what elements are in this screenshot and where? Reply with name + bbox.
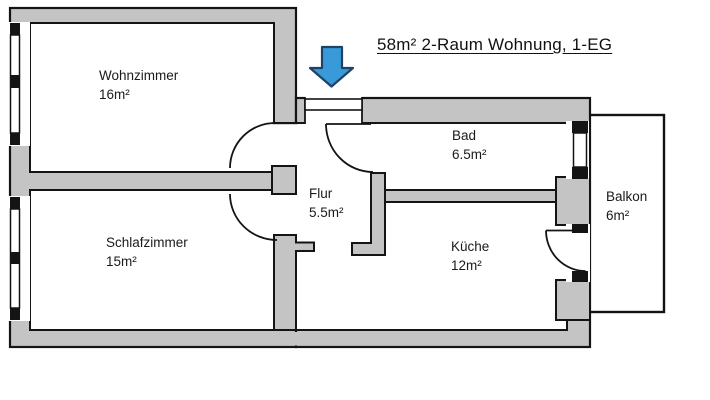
room-wohnzimmer-floor — [29, 22, 275, 173]
schlafzimmer-window-cap-bottom — [10, 308, 20, 320]
room-label-bad: Bad 6.5m² — [452, 127, 487, 164]
room-label-kueche: Küche 12m² — [451, 238, 489, 275]
room-name: Bad — [452, 128, 477, 143]
wohnzimmer-window-cap-bottom — [10, 133, 20, 145]
interior-walls — [271, 122, 591, 346]
wall-cap-wohnzimmer-door — [272, 122, 298, 125]
wohnzimmer-door-arc — [229, 122, 276, 169]
plan-title: 58m² 2-Raum Wohnung, 1-EG — [377, 35, 613, 54]
schlafzimmer-doorway-gap — [272, 194, 298, 236]
balcony-door-arc — [545, 230, 586, 272]
wall-divider-end-block — [271, 165, 297, 195]
schlafzimmer-window — [8, 196, 30, 321]
wall-pier-lower-right — [555, 279, 591, 321]
room-area: 6m² — [606, 208, 630, 223]
room-area: 6.5m² — [452, 147, 487, 162]
balcony-door-jamb-bottom — [572, 271, 588, 282]
room-label-wohnzimmer: Wohnzimmer 16m² — [99, 67, 178, 104]
wall-flur-kueche — [351, 172, 386, 256]
room-name: Schlafzimmer — [106, 235, 188, 250]
schlafzimmer-window-mullion — [10, 252, 20, 264]
room-name: Wohnzimmer — [99, 68, 179, 83]
room-name: Flur — [309, 186, 333, 201]
door-arcs — [229, 122, 374, 241]
bad-door-arc — [325, 123, 374, 173]
room-name: Balkon — [606, 189, 648, 204]
balcony-door — [545, 224, 590, 282]
bad-doorway-gap — [383, 124, 387, 172]
bad-window-glass — [572, 132, 588, 168]
wall-schlafzimmer-right — [273, 234, 315, 331]
entrance-doorway — [304, 96, 363, 124]
doorway-gaps — [272, 124, 387, 236]
wohnzimmer-doorway-gap — [272, 124, 298, 166]
room-area: 5.5m² — [309, 205, 344, 220]
wall-bad-kueche-divider — [384, 189, 559, 203]
bad-window-cap-bottom — [572, 167, 588, 179]
bad-window-cap-top — [572, 121, 588, 133]
balcony-door-jamb-top — [572, 224, 588, 233]
wohnzimmer-window-mullion — [10, 75, 20, 88]
room-area: 15m² — [106, 254, 137, 269]
wall-patch-bottom — [293, 332, 299, 346]
room-label-schlafzimmer: Schlafzimmer 15m² — [106, 234, 188, 271]
room-name: Küche — [451, 239, 490, 254]
bad-window — [566, 121, 589, 179]
schlafzimmer-door-arc — [229, 193, 278, 241]
wohnzimmer-window — [8, 22, 30, 146]
room-area: 16m² — [99, 87, 130, 102]
room-label-flur: Flur 5.5m² — [309, 185, 344, 222]
rooms-layer — [29, 22, 568, 331]
wohnzimmer-window-cap-top — [10, 23, 20, 35]
schlafzimmer-window-cap-top — [10, 197, 20, 209]
room-area: 12m² — [451, 258, 482, 273]
room-label-balkon: Balkon 6m² — [606, 188, 647, 225]
balcony-outline — [586, 113, 666, 314]
wall-pier-upper-right — [555, 176, 591, 226]
entrance-arrow-icon — [308, 45, 355, 88]
entrance-threshold — [304, 98, 363, 111]
